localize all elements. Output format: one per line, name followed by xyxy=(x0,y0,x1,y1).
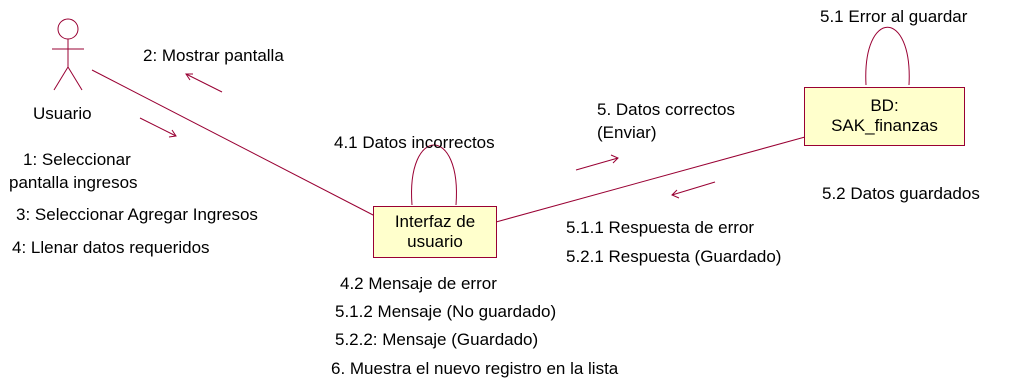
object-database[interactable]: BD: SAK_finanzas xyxy=(804,87,965,146)
message-5-1-1: 5.1.1 Respuesta de error xyxy=(566,218,755,237)
actor-label: Usuario xyxy=(33,104,92,123)
object-interface-line1: Interfaz de xyxy=(394,212,476,231)
object-database-line1: BD: xyxy=(870,96,899,115)
message-6: 6. Muestra el nuevo registro en la lista xyxy=(331,359,619,378)
actor-figure xyxy=(52,18,84,91)
message-5-2-1: 5.2.1 Respuesta (Guardado) xyxy=(566,247,782,266)
arrow-msg-2-head xyxy=(185,73,193,81)
arrow-msg-1-head xyxy=(168,129,177,138)
self-loop-interface xyxy=(411,144,457,206)
object-interface-line2: usuario xyxy=(407,232,463,251)
message-5-line2: (Enviar) xyxy=(597,123,657,142)
message-4-2: 4.2 Mensaje de error xyxy=(340,274,497,293)
message-4-1: 4.1 Datos incorrectos xyxy=(334,133,495,152)
link-actor-interface xyxy=(91,69,376,217)
object-interface[interactable]: Interfaz de usuario xyxy=(373,206,497,258)
message-4: 4: Llenar datos requeridos xyxy=(12,238,210,257)
message-5-1: 5.1 Error al guardar xyxy=(820,7,968,26)
arrow-msg-5-head xyxy=(610,154,619,164)
message-5-1-2: 5.1.2 Mensaje (No guardado) xyxy=(335,302,557,321)
actor-head xyxy=(57,18,79,40)
message-3: 3: Seleccionar Agregar Ingresos xyxy=(16,205,258,224)
actor-right-leg xyxy=(67,66,83,91)
object-database-line2: SAK_finanzas xyxy=(831,116,938,135)
message-2: 2: Mostrar pantalla xyxy=(143,46,284,65)
message-5-line1: 5. Datos correctos xyxy=(597,100,735,119)
arrow-msg-52-head xyxy=(671,189,680,199)
arrow-msg-1 xyxy=(139,117,177,137)
link-interface-database xyxy=(495,136,806,223)
message-5-2: 5.2 Datos guardados xyxy=(822,184,980,203)
message-5-2-2: 5.2.2: Mensaje (Guardado) xyxy=(335,330,539,349)
arrow-msg-5 xyxy=(575,157,619,171)
arrow-msg-2 xyxy=(185,73,223,93)
self-loop-database xyxy=(865,27,910,86)
message-1-line1: 1: Seleccionar xyxy=(23,150,131,169)
message-1-line2: pantalla ingresos xyxy=(9,173,138,192)
arrow-msg-52 xyxy=(671,181,716,196)
actor-left-leg xyxy=(53,66,69,91)
